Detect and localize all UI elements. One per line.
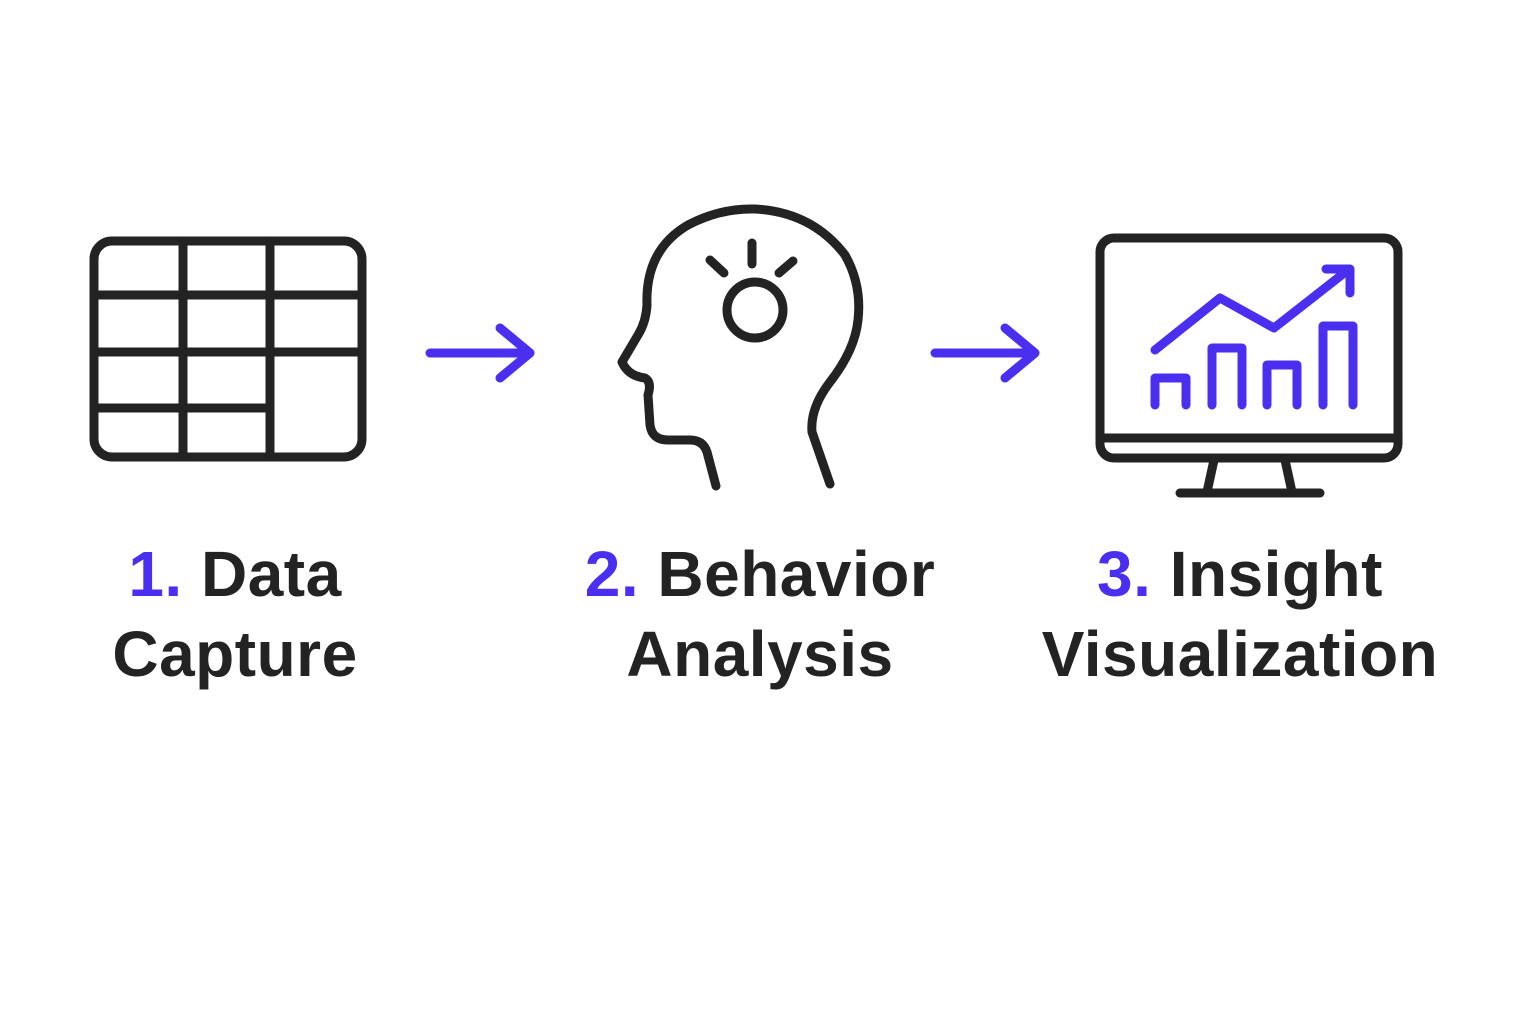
step-label-data-capture: 1. Data Capture [80, 534, 390, 694]
step-title-line-1: 2. Behavior [560, 534, 960, 614]
head-lightbulb-icon [617, 204, 864, 491]
step-title-first: Data [200, 538, 342, 610]
step-title-first: Insight [1169, 538, 1383, 610]
monitor-chart-icon [1095, 233, 1403, 498]
step-label-insight-visualization: 3. Insight Visualization [1030, 534, 1450, 694]
table-grid-icon [89, 236, 367, 462]
step-number: 3. [1097, 538, 1152, 610]
step-number: 1. [128, 538, 183, 610]
arrow-right-icon [425, 323, 535, 383]
step-title-line-1: 1. Data [80, 534, 390, 614]
step-label-behavior-analysis: 2. Behavior Analysis [560, 534, 960, 694]
step-title-second: Capture [112, 618, 358, 690]
step-title-second: Analysis [626, 618, 894, 690]
step-title-first: Behavior [657, 538, 936, 610]
step-number: 2. [584, 538, 640, 610]
step-title-second: Visualization [1041, 618, 1439, 690]
step-title-line-1: 3. Insight [1030, 534, 1450, 614]
arrow-right-icon [930, 323, 1040, 383]
